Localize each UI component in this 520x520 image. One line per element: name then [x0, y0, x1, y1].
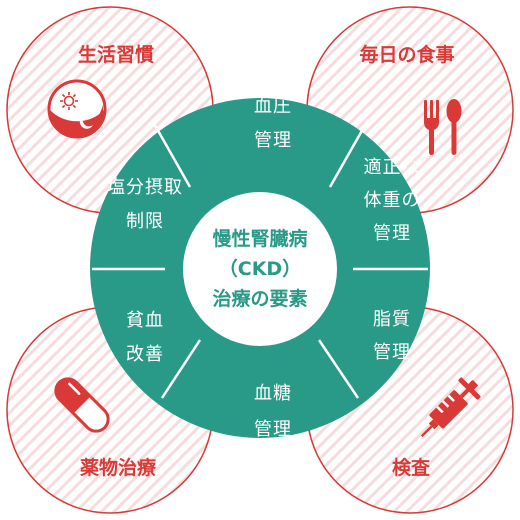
- segment-bottom: 血糖 管理: [254, 383, 292, 440]
- segment-bottom-line-1: 血糖: [254, 383, 292, 404]
- segment-lower-left-line-2: 改善: [126, 344, 164, 365]
- segment-lower-right: 脂質 管理: [373, 309, 411, 363]
- corner-label-bottom-right: 検査: [392, 456, 431, 479]
- capsule-icon: [54, 377, 110, 433]
- syringe-icon: [420, 377, 481, 438]
- segment-bottom-line-2: 管理: [254, 419, 292, 440]
- segment-top-line-1: 血圧: [254, 96, 292, 117]
- segment-upper-left-line-1: 塩分摂取: [107, 177, 183, 198]
- corner-label-bottom-left: 薬物治療: [79, 456, 157, 479]
- segment-top: 血圧 管理: [254, 96, 292, 151]
- corner-label-top-left: 生活習慣: [78, 43, 154, 66]
- segment-dividers: [92, 119, 428, 399]
- fork-spoon-icon: [424, 99, 462, 155]
- segment-upper-right-line-2: 体重の: [364, 190, 421, 211]
- segment-lower-left: 貧血 改善: [126, 310, 164, 365]
- sun-moon-icon: [47, 79, 107, 139]
- segment-upper-right-line-3: 管理: [373, 223, 411, 244]
- segment-lower-right-line-1: 脂質: [373, 309, 411, 330]
- segment-lower-left-line-1: 貧血: [126, 310, 164, 331]
- center-title-line-3: 治療の要素: [212, 287, 307, 310]
- segment-upper-left-line-2: 制限: [126, 211, 164, 232]
- segment-upper-right-line-1: 適正な: [364, 157, 421, 178]
- segment-lower-right-line-2: 管理: [373, 342, 411, 363]
- center-title-line-1: 慢性腎臓病: [212, 227, 307, 250]
- corner-label-top-right: 毎日の食事: [359, 43, 454, 66]
- center-title-line-2: （CKD）: [219, 257, 301, 280]
- segment-top-line-2: 管理: [254, 130, 292, 151]
- segment-upper-right: 適正な 体重の 管理: [364, 157, 421, 244]
- segment-upper-left: 塩分摂取 制限: [107, 177, 183, 232]
- center-circle: [183, 192, 337, 346]
